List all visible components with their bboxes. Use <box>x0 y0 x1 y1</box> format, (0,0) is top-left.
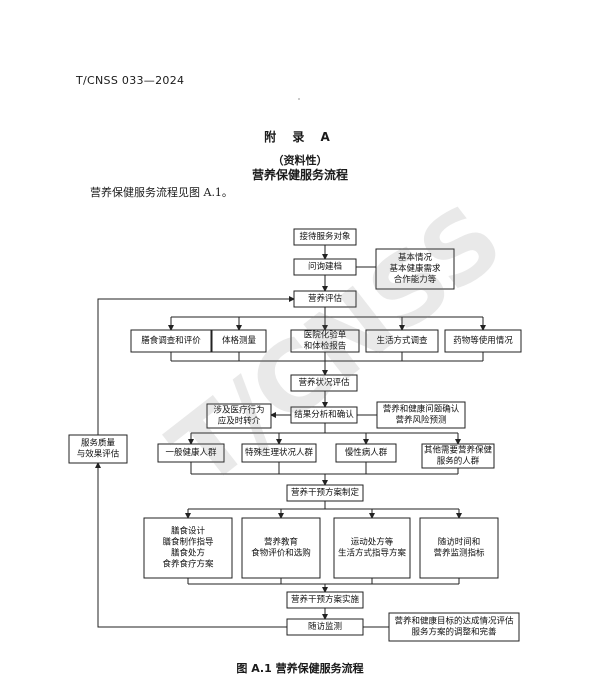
box-status-eval: 营养状况评估 <box>290 374 358 392</box>
box-quality-text: 与效果评估 <box>77 449 120 460</box>
box-plan-item-4-text: 营养监测指标 <box>433 548 485 559</box>
appendix-title: 营养保健服务流程 <box>251 168 348 182</box>
box-reception: 接待服务对象 <box>293 228 357 246</box>
box-plan-text: 营养干预方案制定 <box>291 487 360 498</box>
box-plan-item-2-text: 食物评价和选购 <box>251 548 311 559</box>
box-assess-item-2: 体格测量 <box>211 329 267 353</box>
box-assess-item-2-text: 体格测量 <box>222 335 257 346</box>
box-followup-note-text: 服务方案的调整和完善 <box>411 627 497 638</box>
box-group-2-text: 特殊生理状况人群 <box>245 447 314 458</box>
box-plan-item-1-text: 膳食制作指导 <box>162 537 214 548</box>
box-plan-item-2-text: 营养教育 <box>264 537 298 548</box>
box-assess-item-3-text: 和体检报告 <box>304 341 347 352</box>
box-assessment: 营养评估 <box>293 290 357 308</box>
box-assess-item-4-text: 生活方式调查 <box>376 335 428 346</box>
scan-speck <box>298 98 300 100</box>
box-plan-item-1-text: 膳食设计 <box>171 526 206 537</box>
box-risk-note-text: 营养和健康问题确认 <box>383 404 460 415</box>
box-group-1-text: 一般健康人群 <box>165 447 217 458</box>
box-plan-item-1-text: 膳食处方 <box>171 548 205 559</box>
appendix-type: （资料性） <box>272 154 328 167</box>
box-followup: 随访监测 <box>286 618 364 636</box>
box-group-4-text: 其他需要营养保健 <box>424 445 493 456</box>
box-assess-item-5: 药物等使用情况 <box>444 329 522 353</box>
box-followup-note-text: 营养和健康目标的达成情况评估 <box>394 616 514 627</box>
box-assess-item-5-text: 药物等使用情况 <box>453 335 513 346</box>
box-assessment-text: 营养评估 <box>308 293 343 304</box>
box-medical-referral-text: 应及时转介 <box>218 416 261 427</box>
box-plan-item-3-text: 运动处方等 <box>351 537 394 548</box>
box-risk-note-text: 营养风险预测 <box>395 415 446 426</box>
appendix-label: 附 录 A <box>264 130 336 144</box>
standard-code: T/CNSS 033—2024 <box>76 74 185 87</box>
box-assess-item-1-text: 膳食调查和评价 <box>141 335 201 346</box>
box-plan-item-4-text: 随访时间和 <box>438 537 481 548</box>
box-assess-item-4: 生活方式调查 <box>365 329 439 353</box>
box-group-2: 特殊生理状况人群 <box>241 443 317 463</box>
box-records-text: 问询建档 <box>308 261 342 272</box>
flow-connectors <box>95 245 486 628</box>
box-records-note-text: 合作能力等 <box>394 274 437 285</box>
box-group-3: 慢性病人群 <box>335 443 397 463</box>
box-plan-item-3-text: 生活方式指导方案 <box>338 548 407 559</box>
box-records-note-text: 基本健康需求 <box>389 263 441 274</box>
box-plan-item-1-text: 食养食疗方案 <box>162 559 214 570</box>
box-assess-item-3-text: 医院化验单 <box>304 330 347 341</box>
arrow-loop-to-quality <box>95 462 287 628</box>
box-records-note-text: 基本情况 <box>398 252 433 263</box>
box-plan: 营养干预方案制定 <box>286 484 364 502</box>
box-group-3-text: 慢性病人群 <box>345 447 388 458</box>
box-records: 问询建档 <box>293 258 357 276</box>
arrow-loop-to-assessment <box>97 296 295 435</box>
box-status-eval-text: 营养状况评估 <box>298 377 350 388</box>
box-followup-text: 随访监测 <box>308 621 342 632</box>
box-reception-text: 接待服务对象 <box>299 231 351 242</box>
box-assess-item-1: 膳食调查和评价 <box>130 329 212 353</box>
box-analysis: 结果分析和确认 <box>290 406 358 424</box>
figure-caption: 图 A.1 营养保健服务流程 <box>236 662 364 675</box>
box-group-4-text: 服务的人群 <box>437 456 480 467</box>
box-group-1: 一般健康人群 <box>157 443 225 463</box>
box-analysis-text: 结果分析和确认 <box>294 409 354 420</box>
box-implement-text: 营养干预方案实施 <box>291 594 360 605</box>
box-medical-referral-text: 涉及医疗行为 <box>213 405 264 416</box>
box-implement: 营养干预方案实施 <box>286 591 364 609</box>
intro-text: 营养保健服务流程见图 A.1。 <box>90 186 233 199</box>
box-quality-text: 服务质量 <box>81 438 116 449</box>
